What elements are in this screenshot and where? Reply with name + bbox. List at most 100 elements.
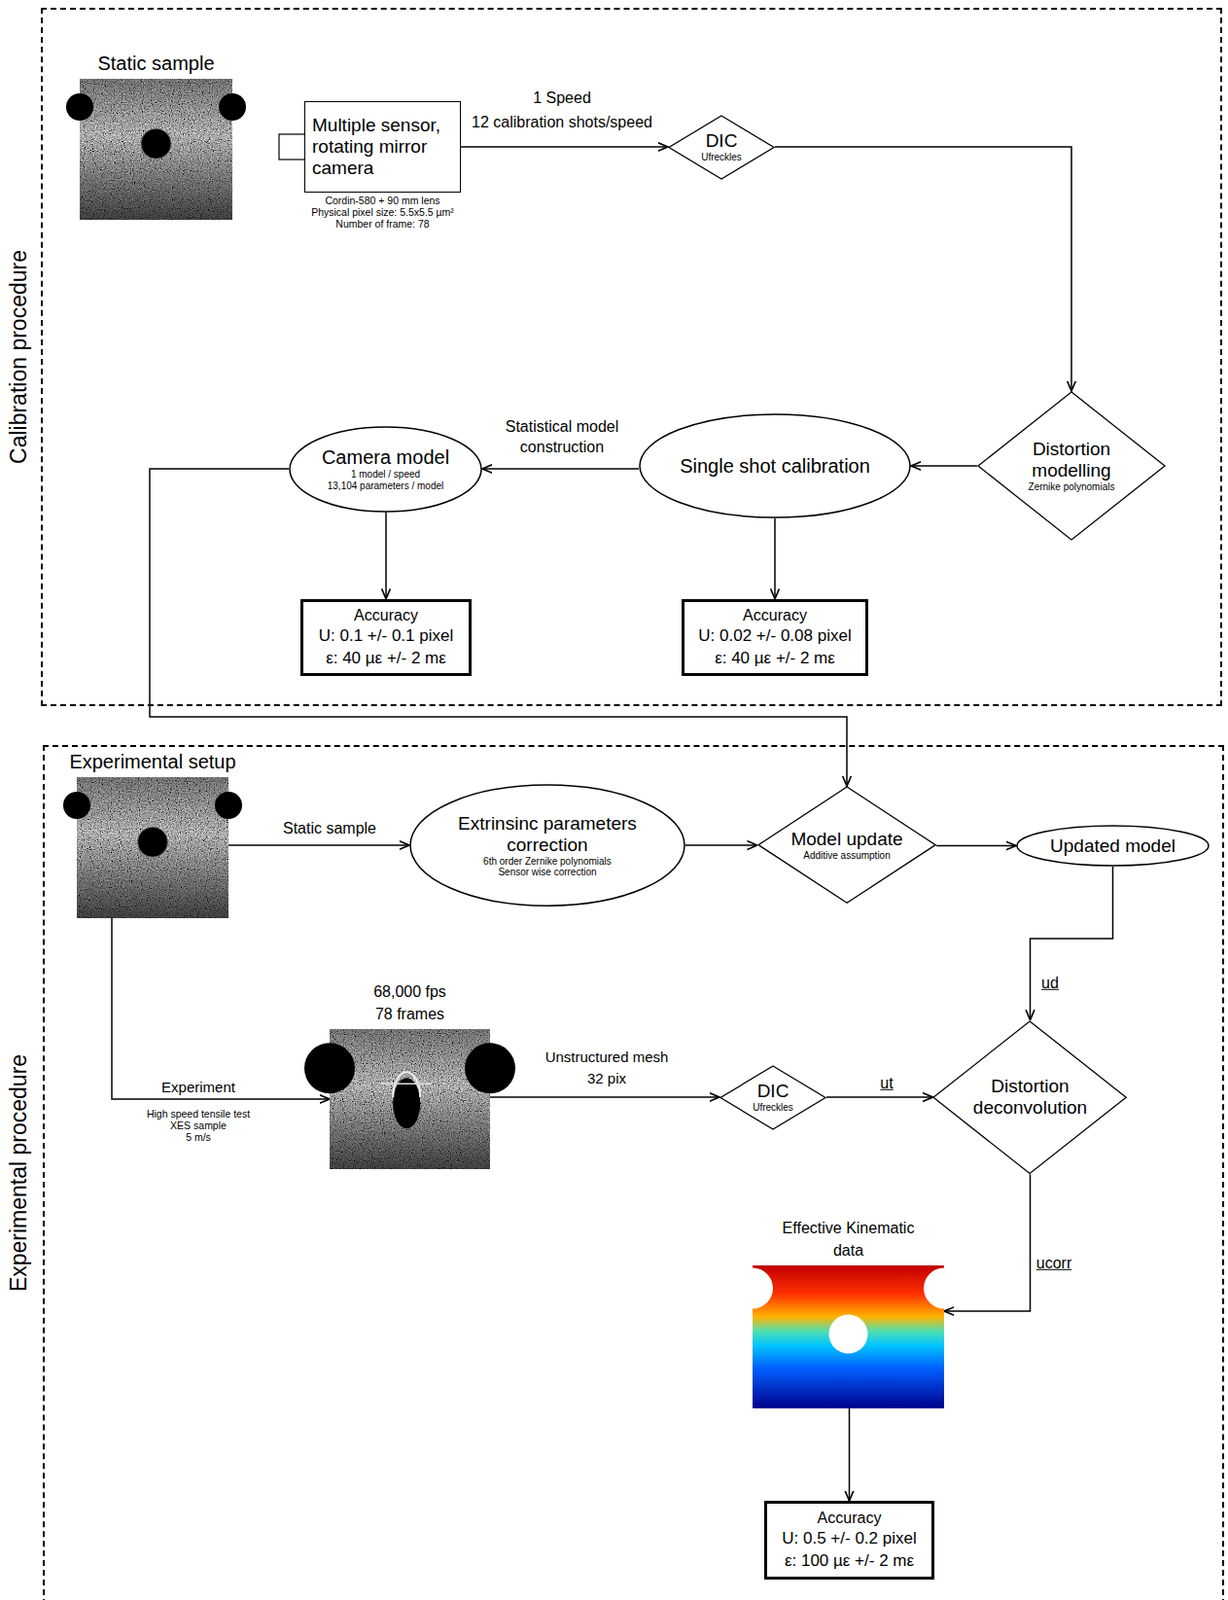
specimen-hole: [392, 1077, 421, 1128]
shape-text-holder: DICUfreckles: [701, 130, 742, 163]
shape-subtitle: ε: 100 µε +/- 2 mε: [781, 1549, 916, 1573]
process-ellipse: Updated model: [1016, 824, 1210, 867]
flow-arrow: [773, 518, 776, 599]
process-diamond: Distortion modellingZernike polynomials: [977, 390, 1166, 541]
shape-subtitle: Sensor wise correction: [447, 866, 647, 878]
note-holder: 1 Speed: [530, 89, 594, 107]
shape-title: Extrinsinc parameters correction: [447, 812, 647, 856]
specimen-notch: [304, 1042, 355, 1093]
ellipse-shape: [639, 414, 911, 518]
shape-text-holder: Model updateAdditive assumption: [790, 828, 903, 861]
shape-title: DIC: [701, 130, 742, 152]
vignette: [76, 776, 229, 918]
process-diamond: DICUfreckles: [667, 114, 775, 180]
result-field-image: Effective Kinematic data: [752, 1264, 945, 1408]
hole-rim: [392, 1071, 421, 1097]
band-title: Calibration procedure: [3, 113, 34, 600]
band-title-holder: Calibration procedure: [3, 113, 34, 600]
edge-label-holder: 12 calibration shots/speed: [469, 113, 655, 132]
edge-label: Experiment: [159, 1078, 238, 1095]
shape-subtitle: Ufreckles: [701, 151, 742, 164]
crack-edge: [381, 1083, 432, 1086]
diamond-shape: [720, 1065, 826, 1129]
band-title-holder: Experimental procedure: [3, 929, 34, 1416]
edge-label: ucorr: [1034, 1254, 1074, 1272]
note-text: High speed tensile test: [144, 1107, 252, 1120]
strain-field: [752, 1264, 945, 1408]
image-heading-holder: Experimental setup: [69, 750, 236, 773]
shape-subtitle: U: 0.5 +/- 0.2 pixel: [781, 1527, 916, 1550]
edge-label-holder: ud: [1039, 974, 1061, 992]
flow-arrow: [848, 1407, 851, 1501]
shape-title: Accuracy: [698, 604, 851, 627]
specimen-hole: [829, 1314, 869, 1354]
edge-label: ut: [877, 1074, 895, 1092]
specimen-notch: [66, 93, 94, 121]
shape-subtitle: ε: 40 µε +/- 2 mε: [318, 647, 454, 670]
process-ellipse: Single shot calibration: [638, 413, 912, 519]
edge-label-holder: Static sample: [280, 819, 379, 838]
edge-label-holder: Experiment: [159, 1078, 238, 1095]
shape-text-holder: AccuracyU: 0.5 +/- 0.2 pixelε: 100 µε +/…: [781, 1507, 916, 1573]
shape-text-holder: Multiple sensor, rotating mirror camera: [312, 114, 454, 179]
spec-note: Cordin-580 + 90 mm lens: [311, 194, 455, 207]
edge-label: 12 calibration shots/speed: [469, 113, 655, 132]
shape-text-holder: Distortion modellingZernike polynomials: [1022, 438, 1121, 492]
shape-text-holder: Updated model: [1050, 835, 1176, 857]
image-ground: [79, 78, 233, 220]
shape-text-holder: Camera model1 model / speed13,104 parame…: [321, 446, 450, 492]
edge-label-holder: Statistical model construction: [496, 417, 629, 458]
specimen-picture: [76, 776, 229, 918]
image-heading: 68,000 fps: [373, 981, 447, 1003]
shape-subtitle: Ufreckles: [752, 1101, 794, 1114]
shape-subtitle: 1 model / speed: [321, 468, 450, 481]
shape-subtitle: U: 0.1 +/- 0.1 pixel: [318, 625, 454, 648]
speckle-pattern: [79, 78, 233, 220]
specimen-notch: [923, 1267, 965, 1309]
accuracy-box: AccuracyU: 0.02 +/- 0.08 pixelε: 40 µε +…: [681, 598, 869, 676]
specimen-notch: [732, 1267, 773, 1309]
specimen-picture: [752, 1264, 945, 1408]
specimen-hole: [138, 826, 169, 857]
shape-subtitle: U: 0.02 +/- 0.08 pixel: [698, 625, 851, 648]
spec-note: Physical pixel size: 5.5x5.5 µm²: [311, 206, 455, 218]
accuracy-box: AccuracyU: 0.5 +/- 0.2 pixelε: 100 µε +/…: [764, 1500, 935, 1579]
image-heading-holder: 68,000 fps78 frames: [373, 981, 447, 1025]
shape-text-holder: DICUfreckles: [752, 1080, 794, 1113]
spec-notes: Cordin-580 + 90 mm lensPhysical pixel si…: [311, 194, 455, 230]
specimen-picture: [79, 78, 233, 220]
flow-arrow: [911, 464, 978, 467]
image-heading: Effective Kinematic data: [775, 1217, 922, 1262]
vignette: [329, 1028, 491, 1169]
shape-title: Accuracy: [318, 604, 454, 627]
specimen-notch: [214, 791, 243, 819]
shape-title: DIC: [752, 1080, 794, 1102]
flow-arrow: [460, 145, 668, 148]
edge-label-holder: ucorr: [1034, 1254, 1074, 1272]
flow-arrow: [111, 917, 330, 1099]
shape-text-holder: Extrinsinc parameters correction6th orde…: [447, 812, 647, 878]
shape-title: Multiple sensor, rotating mirror camera: [312, 114, 454, 179]
vignette: [79, 78, 233, 220]
ellipse-shape: [289, 426, 482, 512]
note-text: 5 m/s: [183, 1130, 213, 1143]
edge-label: ud: [1039, 974, 1061, 992]
procedure-band: Experimental procedureExperimental setup…: [42, 744, 1225, 1600]
process-ellipse: Camera model1 model / speed13,104 parame…: [288, 425, 483, 513]
flow-arrow: [685, 843, 758, 846]
ellipse-shape: [1017, 825, 1209, 866]
image-heading: Experimental setup: [69, 750, 236, 773]
specimen-notch: [218, 93, 246, 121]
shape-title: Distortion modelling: [1022, 438, 1121, 482]
image-heading: Static sample: [97, 52, 214, 75]
ellipse-shape: [410, 784, 685, 906]
spec-note: Number of frame: 78: [311, 217, 455, 230]
edge-label: Unstructured mesh 32 pix: [540, 1046, 673, 1089]
shape-subtitle: Zernike polynomials: [1022, 481, 1121, 493]
note-text: XES sample: [168, 1119, 229, 1131]
process-ellipse: Extrinsinc parameters correction6th orde…: [409, 783, 686, 907]
sample-image: Experimental setup: [76, 776, 229, 918]
edge-label-holder: Unstructured mesh 32 pix: [540, 1046, 673, 1089]
process-diamond: DICUfreckles: [719, 1064, 827, 1130]
